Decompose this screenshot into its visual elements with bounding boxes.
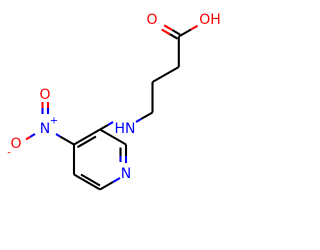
bond-carbonyl-c-o-b-dark: [169, 33, 179, 40]
carbonyl-oxygen-label: O: [146, 12, 157, 28]
bond-carbonyl-c-o-a-dark: [171, 29, 181, 36]
bond-chain-2: [151, 66, 180, 83]
nitro-oxygen-top-label: O: [39, 87, 50, 103]
bond-c3-nitro-blue: [55, 133, 61, 138]
bond-chain-4: [140, 111, 154, 120]
nitro-oxygen-left-label: O: [10, 136, 21, 152]
bond-ring-c4-c5-inner: [80, 173, 101, 187]
bond-carbonyl-c-o-b: [161, 28, 171, 36]
bond-c-oh: [178, 28, 192, 38]
bond-nh-ring-blue: [107, 121, 114, 126]
amine-label: HN: [115, 121, 136, 137]
bond-nitro-o-left-red: [25, 136, 31, 141]
bond-ring-c2-c3: [73, 128, 101, 146]
bond-ring-c5-c6: [99, 181, 114, 191]
bond-c-oh-red: [190, 24, 199, 31]
bond-ring-c2-c3-inner: [76, 135, 97, 149]
nitro-nitrogen-charge: +: [50, 116, 58, 127]
bond-ring-c4-c5: [73, 173, 101, 191]
ring-nitrogen-label: N: [121, 166, 131, 182]
bond-nh-ring: [99, 124, 109, 131]
hydroxyl-label: OH: [199, 12, 221, 28]
bond-chain-to-nh: [135, 118, 142, 123]
bond-nitro-o-left: [29, 133, 36, 138]
bond-ring-c6-n-blue: [112, 177, 121, 183]
molecule-structure: O OH HN N + O O - N: [7, 12, 221, 191]
bond-carbonyl-c-o-a: [163, 24, 173, 31]
bond-c3-nitro: [59, 135, 75, 146]
nitro-oxygen-left-charge: -: [7, 148, 11, 159]
bond-ring-c2-top: [99, 128, 127, 146]
nitro-nitrogen-label: N: [40, 121, 50, 137]
